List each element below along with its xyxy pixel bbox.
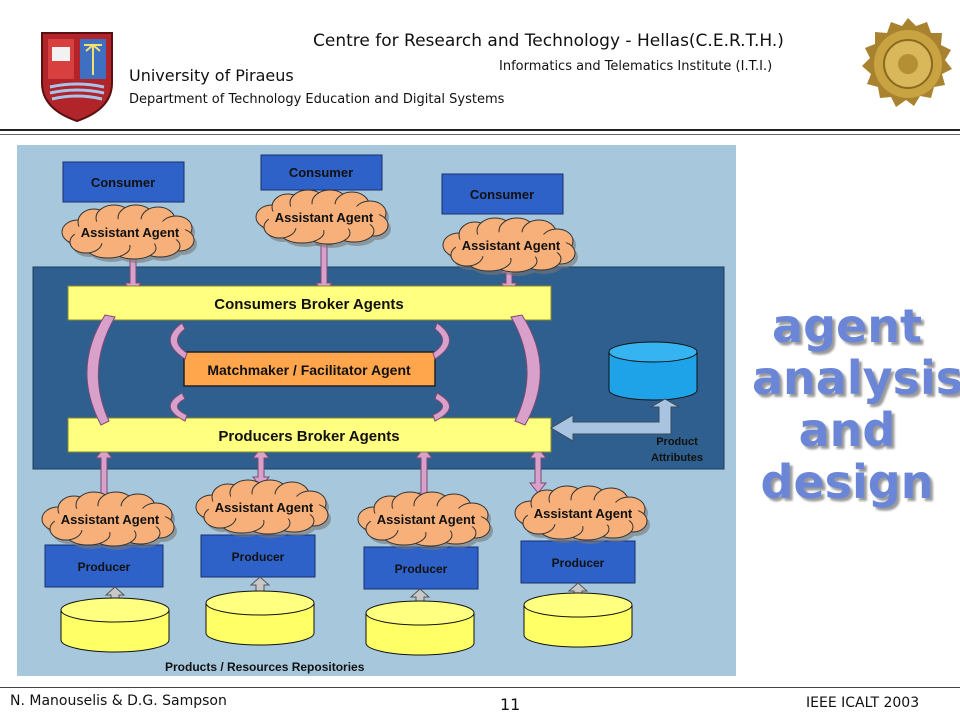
curved-arrows (86, 314, 541, 426)
assistant-agent-cloud: Assistant Agent (357, 491, 493, 550)
producer-label: Producer (232, 550, 285, 564)
department-name: Department of Technology Education and D… (129, 92, 505, 107)
producer-box: Producer (363, 546, 479, 590)
page-number: 11 (500, 695, 521, 714)
consumer-box: Consumer (441, 173, 564, 215)
consumer-label: Consumer (289, 165, 353, 180)
producer-label: Producer (78, 560, 131, 574)
assistant-agent-cloud: Assistant Agent (41, 491, 177, 550)
matchmaker-label: Matchmaker / Facilitator Agent (207, 362, 411, 378)
title-line: and (798, 403, 896, 457)
repositories-label: Products / Resources Repositories (165, 660, 365, 674)
consumer-label: Consumer (91, 175, 155, 190)
certh-seal-logo (862, 18, 952, 107)
footer-conference: IEEE ICALT 2003 (806, 695, 920, 711)
producers-broker-bar: Producers Broker Agents (67, 417, 552, 453)
assistant-agent-cloud: Assistant Agent (195, 479, 331, 538)
producer-box: Producer (200, 534, 316, 578)
consumer-box: Consumer (260, 154, 383, 191)
university-crest-logo (41, 32, 113, 123)
double-arrow (528, 447, 548, 494)
matchmaker-box: Matchmaker / Facilitator Agent (183, 351, 436, 387)
product-attributes-label: Product (656, 436, 698, 448)
repository-cylinder (365, 600, 475, 656)
double-arrow (251, 447, 271, 488)
repository-cylinder (205, 590, 315, 646)
product-attributes-label: Attributes (651, 452, 703, 464)
consumers-broker-bar: Consumers Broker Agents (67, 285, 552, 321)
product-attributes-arrow (550, 398, 681, 442)
repository-cylinder (523, 592, 633, 648)
agent-architecture-diagram: Consumer Consumer Consumer Assistant Age… (17, 145, 736, 676)
title-line: agent (772, 299, 922, 353)
product-attributes-database (608, 341, 698, 401)
producer-label: Producer (552, 556, 605, 570)
slide-title: agent analysis and design (752, 299, 960, 509)
assistant-agent-label: Assistant Agent (81, 225, 180, 240)
assistant-agent-label: Assistant Agent (61, 512, 160, 527)
footer-divider (0, 687, 960, 688)
producer-box: Producer (44, 544, 164, 588)
footer-authors: N. Manouselis & D.G. Sampson (10, 693, 227, 709)
assistant-agent-label: Assistant Agent (377, 512, 476, 527)
consumer-label: Consumer (470, 187, 534, 202)
consumers-broker-label: Consumers Broker Agents (214, 296, 404, 313)
title-line: design (760, 455, 934, 509)
header-divider (0, 129, 960, 131)
assistant-agent-label: Assistant Agent (275, 210, 374, 225)
certh-title: Centre for Research and Technology - Hel… (313, 31, 784, 51)
university-name: University of Piraeus (129, 66, 294, 85)
repository-cylinder (60, 597, 170, 653)
header-divider-thin (0, 134, 960, 135)
assistant-agent-cloud: Assistant Agent (442, 217, 578, 276)
assistant-agent-label: Assistant Agent (534, 506, 633, 521)
producer-box: Producer (520, 540, 636, 584)
title-line: analysis (752, 351, 960, 405)
assistant-agent-cloud: Assistant Agent (255, 189, 391, 248)
consumer-box: Consumer (62, 161, 185, 203)
assistant-agent-cloud: Assistant Agent (514, 485, 650, 544)
producer-arrows (94, 447, 548, 504)
assistant-agent-label: Assistant Agent (215, 500, 314, 515)
producer-label: Producer (395, 562, 448, 576)
assistant-agent-cloud: Assistant Agent (61, 204, 197, 263)
iti-title: Informatics and Telematics Institute (I.… (499, 59, 773, 74)
producers-broker-label: Producers Broker Agents (218, 428, 399, 445)
assistant-agent-label: Assistant Agent (462, 238, 561, 253)
